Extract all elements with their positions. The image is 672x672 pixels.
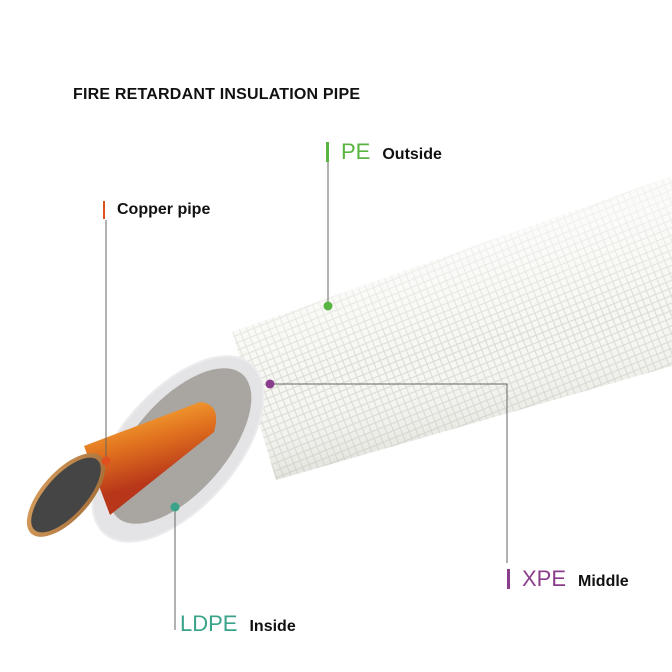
xpe-label-code: XPE xyxy=(522,566,567,591)
copper-label-desc: Copper pipe xyxy=(117,201,211,218)
diagram-title: FIRE RETARDANT INSULATION PIPE xyxy=(73,86,361,103)
ldpe-marker-dot xyxy=(170,502,180,512)
xpe-label-bar xyxy=(507,569,510,589)
ldpe-label-code: LDPE xyxy=(180,611,238,636)
ldpe-label: LDPE Inside xyxy=(180,611,296,637)
leader-line-xpe xyxy=(270,383,508,563)
pe-marker-dot xyxy=(323,301,333,311)
pe-outer-layer xyxy=(232,176,672,480)
pe-label-bar xyxy=(326,142,329,162)
copper-pipe xyxy=(84,402,217,515)
copper-marker-dot xyxy=(101,456,111,466)
xpe-marker-dot xyxy=(265,379,275,389)
copper-label: Copper pipe xyxy=(103,201,210,219)
pe-label: PE Outside xyxy=(326,139,442,165)
leader-lines xyxy=(105,162,508,630)
pe-label-code: PE xyxy=(341,139,371,164)
copper-pipe-end xyxy=(26,453,106,537)
copper-label-bar xyxy=(103,201,105,219)
xpe-label: XPE Middle xyxy=(507,566,629,592)
xpe-label-desc: Middle xyxy=(578,573,629,590)
pe-label-desc: Outside xyxy=(382,146,442,163)
ldpe-label-desc: Inside xyxy=(249,618,296,635)
